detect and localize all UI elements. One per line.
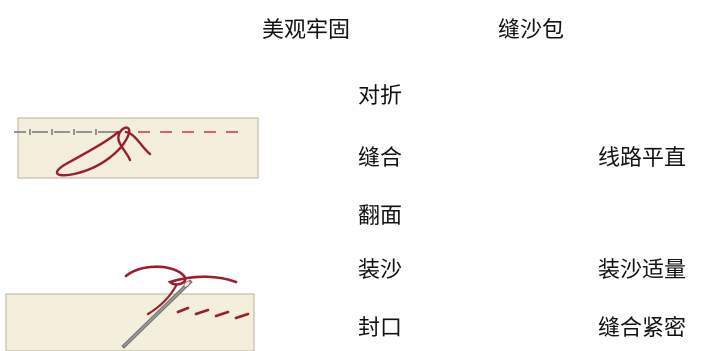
step-note-close: 缝合紧密 — [598, 316, 687, 341]
step-label-fill: 装沙 — [358, 258, 403, 283]
step-note-sew: 线路平直 — [598, 146, 687, 171]
needle-eye — [183, 280, 191, 288]
header-topic: 缝沙包 — [498, 18, 565, 43]
completed-stitches — [14, 129, 118, 135]
fabric-stitches — [176, 306, 250, 320]
fabric-swatch — [17, 117, 259, 179]
running-stitch-illustration — [14, 117, 259, 179]
thread-tail — [146, 284, 178, 316]
step-note-fill: 装沙适量 — [598, 258, 687, 283]
needle-stitch-illustration — [5, 265, 255, 351]
step-label-fold: 对折 — [358, 84, 403, 109]
thread-loop — [55, 126, 152, 177]
step-label-sew: 缝合 — [358, 146, 403, 171]
step-label-close: 封口 — [358, 316, 403, 341]
needle — [121, 279, 193, 349]
thread-arc — [124, 265, 238, 286]
header-motto: 美观牢固 — [262, 18, 351, 43]
step-label-turn: 翻面 — [358, 204, 403, 229]
